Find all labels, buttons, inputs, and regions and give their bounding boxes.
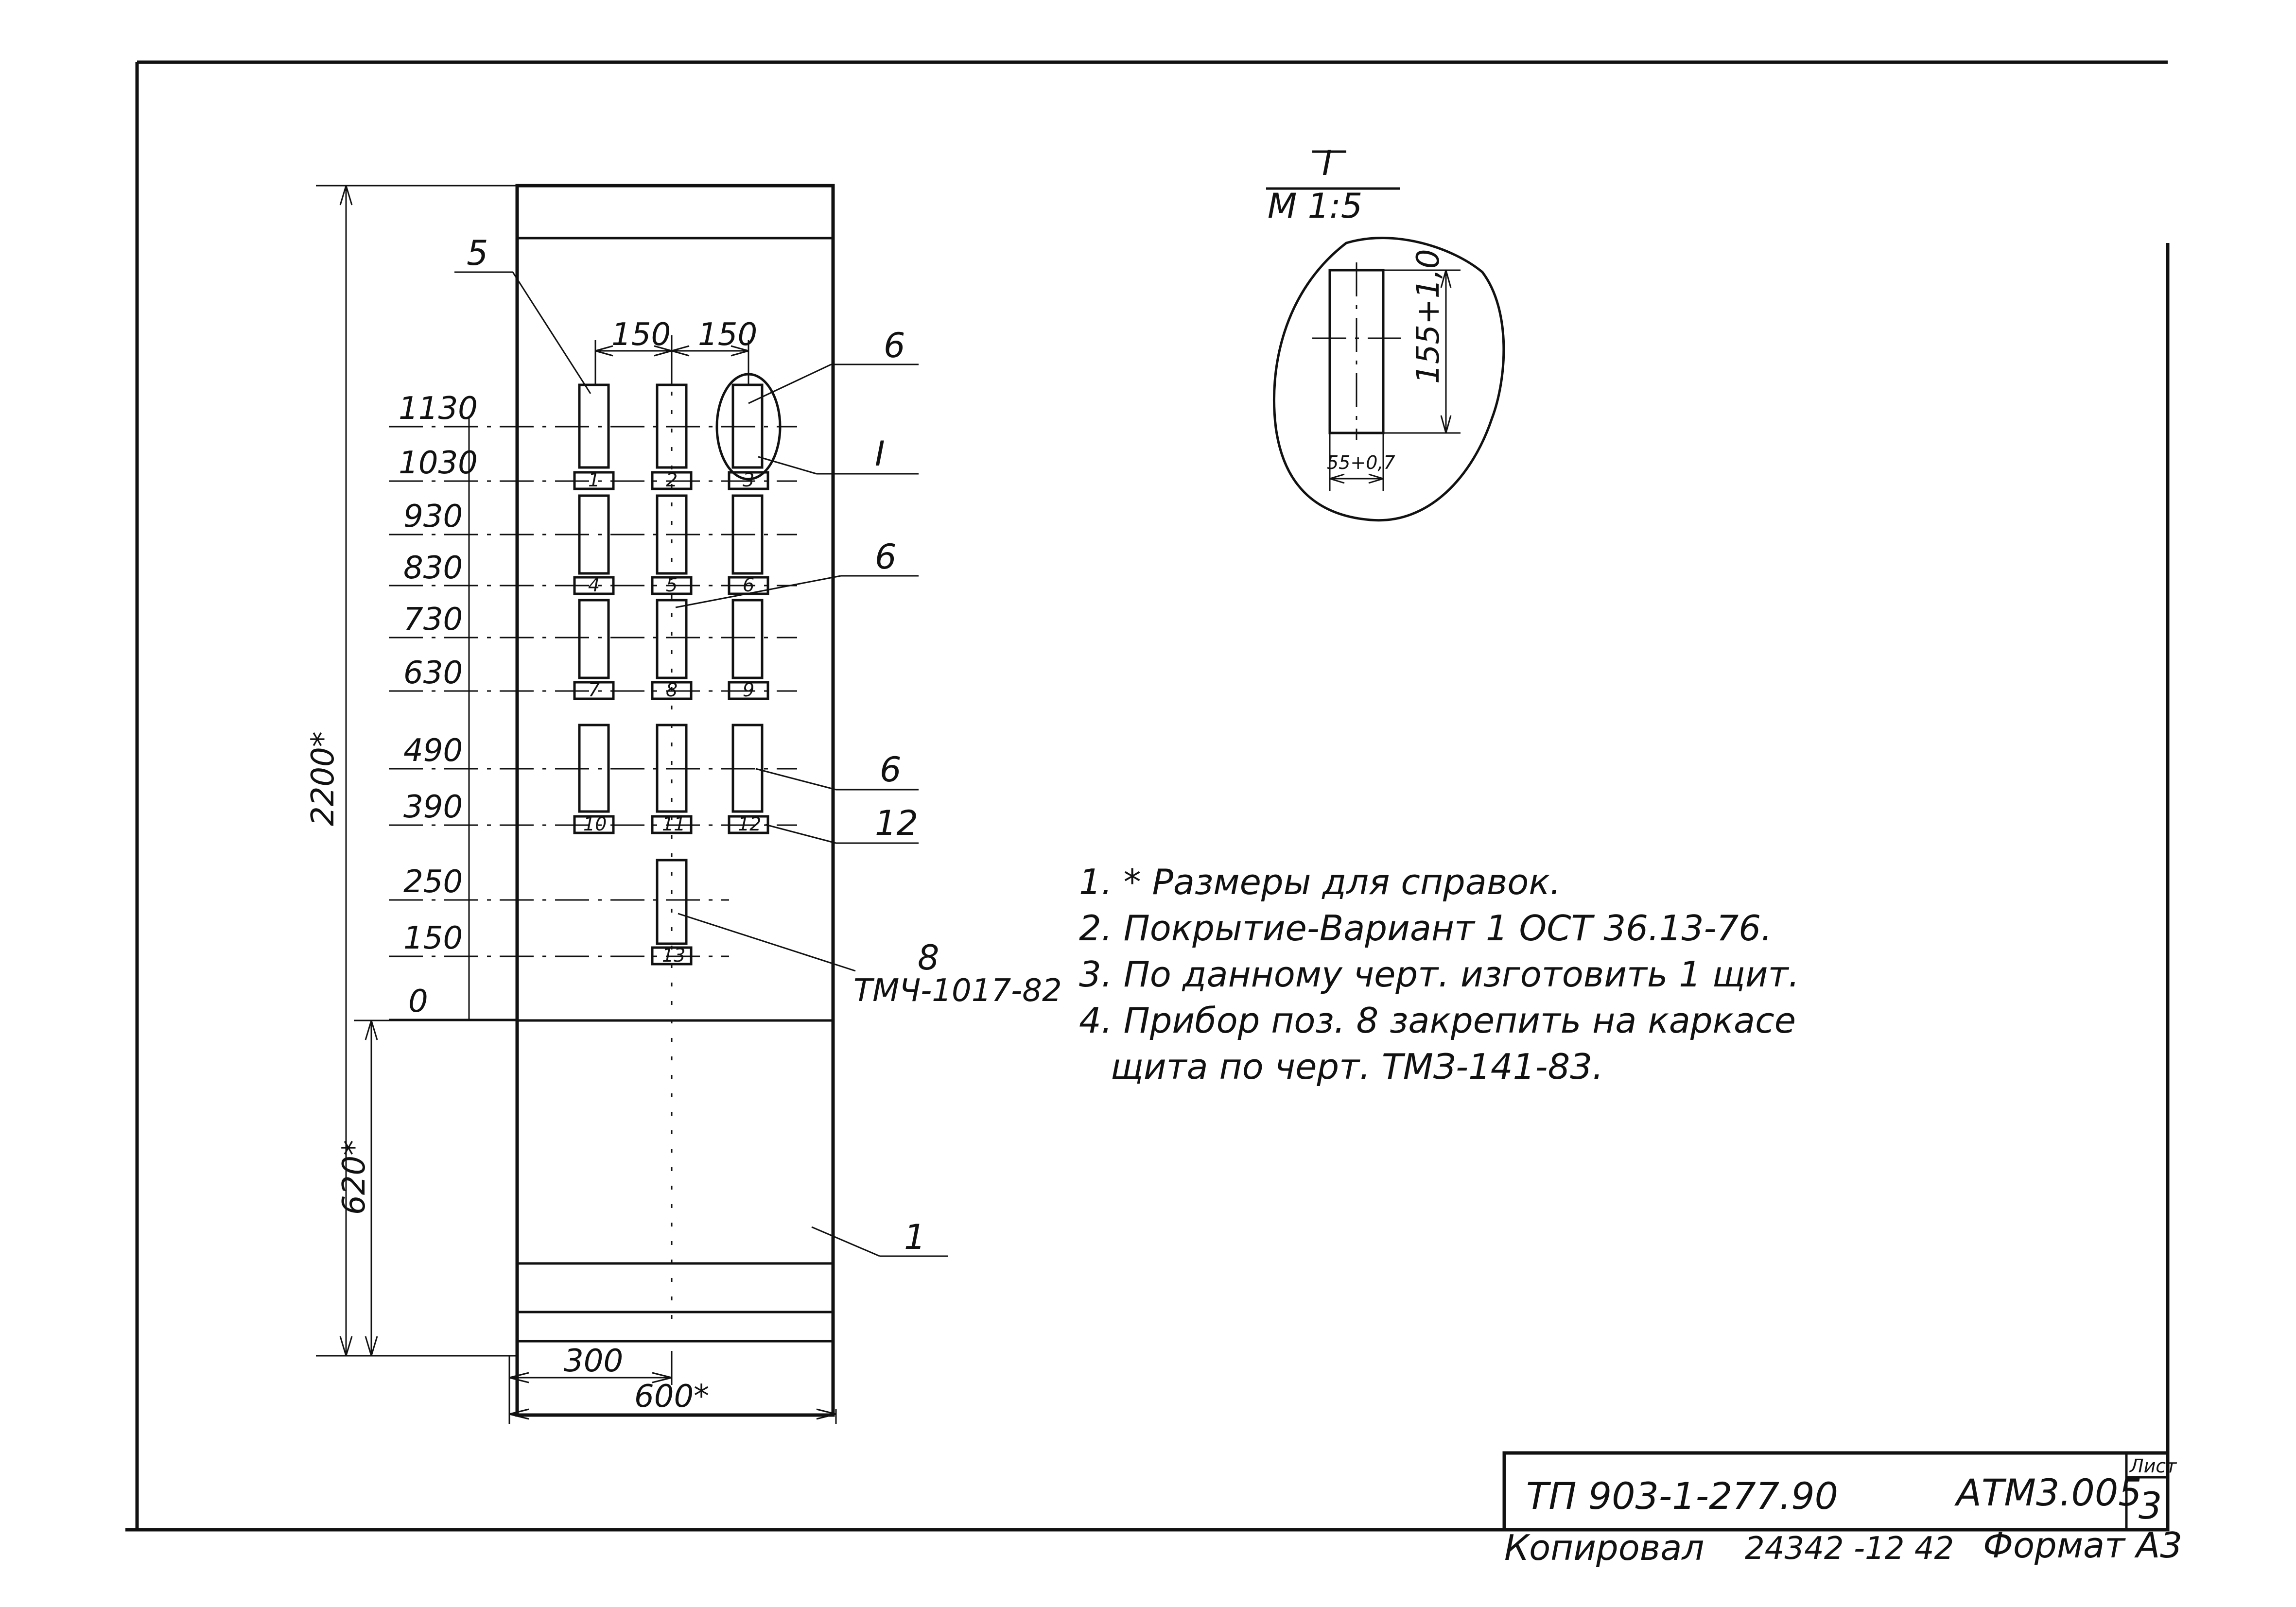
holder-label: 13 <box>662 945 685 966</box>
doc-number: ТП 903-1-277.90 <box>1526 1474 1838 1518</box>
instrument <box>656 383 688 469</box>
overall-dimensions: 2200* 620* 300 600* <box>305 185 837 1424</box>
note-1: 1. * Размеры для справок. <box>1079 862 1561 902</box>
note-4-cont: щита по черт. ТМЗ-141-83. <box>1111 1046 1603 1087</box>
section-width-dim: 55+0,7 <box>1327 452 1395 473</box>
technical-notes: 1. * Размеры для справок. 2. Покрытие-Ва… <box>1079 862 1799 1087</box>
position-leaders: 5 6 I 6 6 12 8 ТМЧ-1017-82 1 <box>454 233 1062 1257</box>
instrument <box>578 494 610 575</box>
level-490: 490 <box>403 733 463 769</box>
note-3: 3. По данному черт. изготовить 1 щит. <box>1079 954 1799 995</box>
level-1130: 1130 <box>399 391 478 427</box>
pos-8-doc: ТМЧ-1017-82 <box>853 973 1062 1009</box>
instrument <box>731 724 764 813</box>
level-1030: 1030 <box>399 445 478 481</box>
overall-height-dim: 2200* <box>305 731 341 826</box>
level-150: 150 <box>403 920 463 956</box>
instruments <box>578 383 764 945</box>
pitch-dim-1: 150 <box>611 317 671 353</box>
level-730: 730 <box>403 602 463 638</box>
instrument <box>656 724 688 813</box>
width-dim: 600* <box>634 1379 709 1415</box>
section-detail: I M 1:5 155+1,0 55+0,7 <box>1266 143 1505 522</box>
copied-by: Копировал <box>1504 1527 1704 1568</box>
level-390: 390 <box>403 789 463 825</box>
sheet-format: Формат А3 <box>1983 1525 2182 1566</box>
instrument <box>656 494 688 575</box>
holder-label: 5 <box>666 574 678 596</box>
pos-6-low: 6 <box>880 750 902 790</box>
note-2: 2. Покрытие-Вариант 1 ОСТ 36.13-76. <box>1079 908 1772 949</box>
instrument <box>731 494 764 575</box>
detail-callout <box>715 373 782 481</box>
holder-label: 4 <box>588 574 600 596</box>
section-label: I <box>1322 143 1332 183</box>
note-4: 4. Прибор поз. 8 закрепить на каркасе <box>1079 1000 1796 1041</box>
holder-label: 11 <box>662 813 685 835</box>
holder-label: 8 <box>666 679 678 701</box>
holder-label: 2 <box>666 469 678 491</box>
pos-I: I <box>875 434 885 474</box>
instrument <box>656 859 688 945</box>
section-scale: M 1:5 <box>1268 186 1362 226</box>
holder-label: 12 <box>738 813 761 835</box>
order-number: 24342 -12 42 <box>1745 1531 1954 1567</box>
sheet-label: Лист <box>2129 1455 2177 1477</box>
title-block: ТП 903-1-277.90 АТМ3.005 Лист 3 Копирова… <box>1502 1451 2182 1568</box>
level-labels: 1130 1030 930 830 730 630 490 390 250 15… <box>399 391 478 1019</box>
pos-1: 1 <box>904 1217 926 1257</box>
label-holder-numbers: 1 2 3 4 5 6 7 8 9 10 11 12 13 <box>583 469 761 966</box>
instrument <box>731 599 764 679</box>
drawing-frame <box>125 60 2170 1532</box>
level-0: 0 <box>408 984 428 1019</box>
instrument <box>578 383 610 469</box>
holder-label: 9 <box>743 679 754 701</box>
holder-label: 7 <box>588 679 600 701</box>
level-930: 930 <box>403 499 463 535</box>
level-630: 630 <box>403 655 463 691</box>
level-830: 830 <box>403 550 463 586</box>
pos-8: 8 <box>918 938 939 978</box>
holder-label: 10 <box>583 813 607 835</box>
instrument <box>578 599 610 679</box>
section-height-dim: 155+1,0 <box>1410 249 1446 384</box>
doc-code: АТМ3.005 <box>1954 1471 2142 1514</box>
holder-label: 1 <box>588 469 600 491</box>
pitch-dim-2: 150 <box>698 317 757 353</box>
pos-6-mid: 6 <box>875 537 897 577</box>
instrument <box>656 599 688 679</box>
cabinet-outline <box>515 184 835 1417</box>
pos-5: 5 <box>467 233 488 273</box>
break-outline <box>1273 237 1505 522</box>
bottom-height-dim: 620* <box>336 1140 372 1215</box>
column-pitch-dimensions: 150 150 <box>594 317 757 384</box>
instrument <box>731 383 764 469</box>
pos-12: 12 <box>875 803 918 843</box>
half-width-dim: 300 <box>564 1343 623 1379</box>
pos-6-top: 6 <box>884 326 905 365</box>
level-250: 250 <box>403 864 463 900</box>
sheet-number: 3 <box>2139 1484 2162 1527</box>
instrument <box>578 724 610 813</box>
